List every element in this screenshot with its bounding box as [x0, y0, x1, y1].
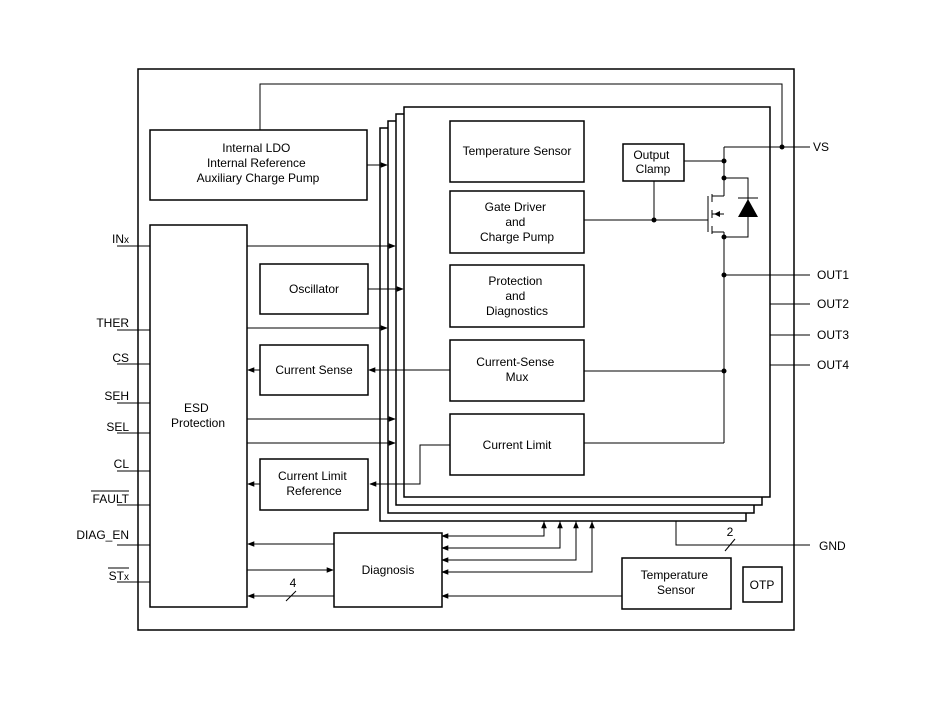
pin-ther-label: THER: [96, 316, 129, 330]
current-sense-mux-label: Current-Sense Mux: [476, 355, 557, 384]
junction-clamp: [721, 158, 727, 164]
pin-inx-label: INx: [112, 232, 129, 246]
ldo-block: [149, 129, 368, 201]
temperature-sensor-label: Temperature Sensor: [641, 568, 712, 597]
current-sense-label: Current Sense: [275, 363, 353, 377]
channel-temperature-sensor-label: Temperature Sensor: [463, 144, 572, 158]
current-limit-label: Current Limit: [483, 438, 552, 452]
st-bus-width-label: 4: [290, 576, 297, 590]
junction-diode-top: [721, 175, 727, 181]
junction-gate: [651, 217, 657, 223]
esd-label: ESD Protection: [171, 401, 225, 430]
pin-cl-label: CL: [114, 457, 130, 471]
current-limit-reference-block: [259, 458, 369, 511]
junction-diode-bottom: [721, 234, 727, 240]
st-bus-slash: [285, 590, 297, 602]
vs-junction: [779, 144, 785, 150]
diagnosis-block: [333, 532, 443, 608]
pin-vs-label: VS: [813, 140, 829, 154]
output-clamp-label: Output Clamp: [633, 148, 672, 176]
junction-mux: [721, 368, 727, 374]
channel-feedback-4: [441, 521, 593, 575]
body-diode-icon: [738, 199, 758, 217]
pin-out4-label: OUT4: [817, 358, 849, 372]
gnd-wire: [675, 521, 810, 546]
gate-driver-label: Gate Driver and Charge Pump: [480, 200, 554, 244]
protection-diagnostics-label: Protection and Diagnostics: [486, 274, 548, 318]
pin-gnd-label: GND: [819, 539, 846, 553]
output-clamp-block: [622, 143, 685, 182]
gnd-bus-slash: [724, 538, 736, 552]
pin-out1-label: OUT1: [817, 268, 849, 282]
pin-out2-label: OUT2: [817, 297, 849, 311]
pin-fault-label: FAULT: [93, 492, 130, 506]
current-limit-to-reference: [369, 444, 450, 487]
pin-sel-label: SEL: [106, 420, 129, 434]
gate-driver-block: [449, 190, 585, 254]
diagnosis-label: Diagnosis: [362, 563, 415, 577]
current-limit-block: [449, 413, 585, 476]
oscillator-block: [259, 263, 369, 315]
otp-label: OTP: [750, 578, 775, 592]
junction-out1: [721, 272, 727, 278]
vs-supply-wire: [259, 83, 783, 147]
current-sense-mux-block: [449, 339, 585, 402]
pin-cs-label: CS: [112, 351, 129, 365]
otp-block: [742, 566, 783, 603]
pin-seh-label: SEH: [104, 389, 129, 403]
current-sense-block: [259, 344, 369, 396]
oscillator-label: Oscillator: [289, 282, 339, 296]
mosfet-body-arrow-icon: [714, 211, 720, 217]
current-limit-reference-label: Current Limit Reference: [278, 469, 350, 498]
pin-out3-label: OUT3: [817, 328, 849, 342]
gnd-bus-width-label: 2: [727, 525, 734, 539]
protection-diagnostics-block: [449, 264, 585, 328]
channel-feedback-3: [441, 521, 577, 563]
channel-temperature-sensor-block: [449, 120, 585, 183]
ldo-label: Internal LDO Internal Reference Auxiliar…: [197, 141, 320, 185]
pin-stx-label: STx: [109, 569, 129, 583]
esd-block: [149, 224, 248, 608]
temperature-sensor-block: [621, 557, 732, 610]
pin-diag-en-label: DIAG_EN: [76, 528, 129, 542]
